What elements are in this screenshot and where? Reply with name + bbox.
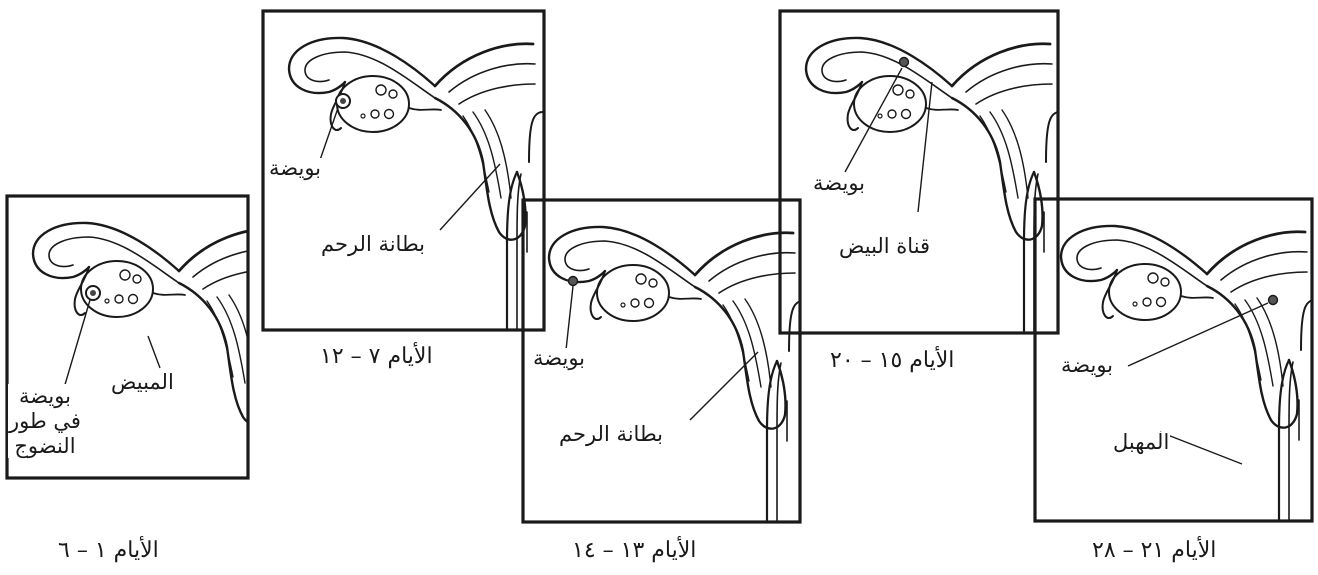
panel-caption: الأيام ٧ – ١٢: [320, 344, 433, 369]
egg-pointer: [565, 285, 574, 351]
egg-label: بويضة في طور النضوج: [8, 384, 82, 459]
egg-label: بويضة: [812, 171, 867, 195]
panel-days-13-14: [521, 198, 802, 524]
panel-days-15-20: [778, 9, 1060, 335]
panel-caption: الأيام ٢١ – ٢٨: [1092, 538, 1217, 563]
ovary-label: المبيض: [110, 370, 175, 394]
panel-frame: [778, 9, 1060, 335]
panel-days-7-12: [261, 9, 546, 332]
egg-marker: [898, 56, 910, 68]
ovary-pointer: [147, 335, 161, 369]
uterine-lining-label: بطانة الرحم: [320, 232, 427, 256]
tube-pointer: [917, 81, 933, 213]
egg-marker: [567, 275, 579, 287]
egg-pointer: [844, 67, 903, 173]
uterine-lining-label: بطانة الرحم: [558, 422, 665, 446]
panel-days-21-28: [1033, 197, 1314, 523]
panel-frame: [5, 194, 250, 480]
egg-pointer: [63, 299, 91, 389]
vagina-pointer: [1159, 431, 1243, 465]
panel-caption: الأيام ١ – ٦: [58, 538, 159, 563]
egg-pointer: [319, 107, 339, 161]
lining-pointer: [439, 163, 501, 231]
vagina-label: المهبل: [1112, 430, 1171, 454]
egg-label: بويضة: [1060, 353, 1115, 377]
panel-days-1-6: [5, 194, 250, 480]
fallopian-tube-label: قناة البيض: [838, 234, 932, 258]
egg-marker: [1267, 294, 1279, 306]
lining-pointer: [689, 351, 759, 421]
egg-label: بويضة: [268, 156, 323, 180]
panel-frame: [1033, 197, 1314, 523]
panel-caption: الأيام ١٣ – ١٤: [572, 538, 697, 563]
panel-frame: [521, 198, 802, 524]
egg-label: بويضة: [532, 346, 587, 370]
panel-caption: الأيام ١٥ – ٢٠: [830, 348, 955, 373]
egg-pointer: [1127, 302, 1269, 367]
panel-frame: [261, 9, 546, 332]
